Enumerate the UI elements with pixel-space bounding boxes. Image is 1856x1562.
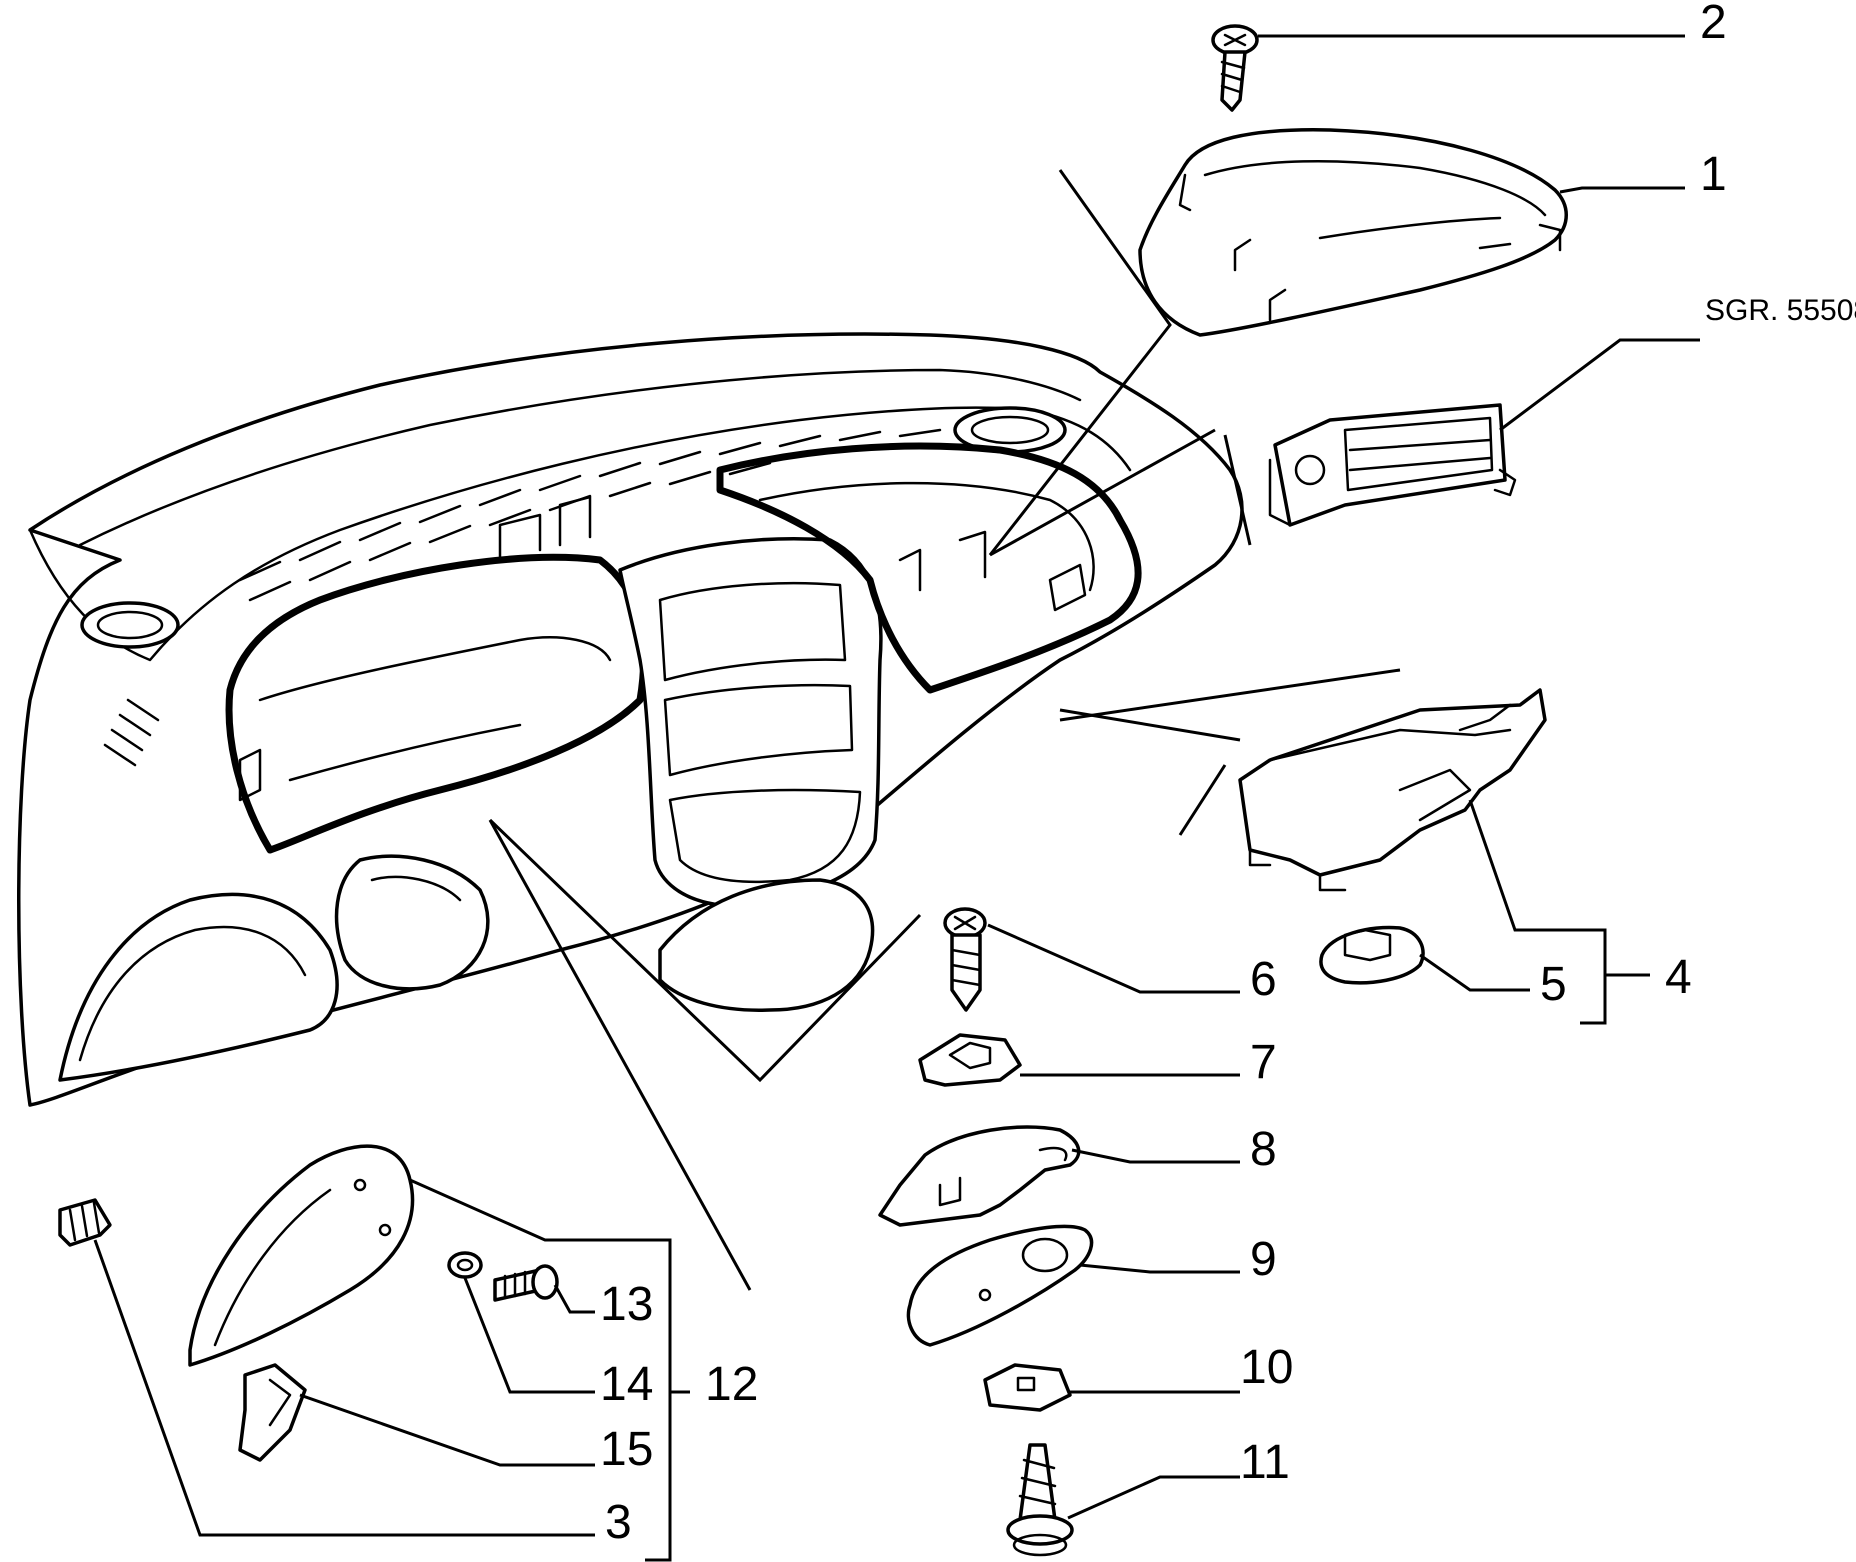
callout-14: 14 [600, 1358, 653, 1411]
dashboard-assembly [17, 332, 1244, 1107]
callout-6: 6 [1250, 953, 1277, 1006]
callout-12: 12 [705, 1358, 758, 1411]
callout-2: 2 [1700, 0, 1727, 49]
part-1-airbag-cover [1138, 128, 1568, 337]
reference-sgr: SGR. 55508 [1705, 294, 1856, 327]
part-10-clip-nut [983, 1363, 1072, 1412]
part-15-bracket [238, 1363, 307, 1462]
callout-11: 11 [1240, 1436, 1290, 1489]
callout-1: 1 [1700, 148, 1727, 201]
part-3-plug [58, 1198, 112, 1247]
left-lower-panel [58, 892, 339, 1082]
side-vent-assembly [1268, 403, 1517, 527]
part-14-washer [447, 1251, 483, 1279]
callout-4: 4 [1665, 951, 1692, 1004]
part-9-cover [906, 1224, 1094, 1347]
callout-5: 5 [1540, 958, 1567, 1011]
part-2-screw [1211, 24, 1259, 112]
callout-10: 10 [1240, 1341, 1293, 1394]
part-13-screw [493, 1264, 559, 1302]
defrost-vent-slots [238, 428, 942, 602]
part-12-knee-bolster [188, 1144, 415, 1367]
part-4-duct-assembly [1238, 688, 1547, 892]
callout-8: 8 [1250, 1123, 1277, 1176]
part-6-screw [943, 907, 987, 1012]
part-11-screw [1006, 1443, 1074, 1557]
part-8-bracket-cover [878, 1125, 1081, 1227]
callout-9: 9 [1250, 1233, 1277, 1286]
callout-7: 7 [1250, 1036, 1277, 1089]
instrument-cluster-opening [225, 553, 648, 854]
callout-labels: 2 1 SGR. 55508 4 5 6 7 8 9 10 11 12 13 1… [600, 0, 1856, 1549]
glovebox-opening [716, 442, 1142, 694]
leader-lines [93, 34, 1700, 1562]
part-7-speed-nut [918, 1033, 1022, 1087]
callout-15: 15 [600, 1423, 653, 1476]
left-speaker-grille [80, 601, 180, 649]
callout-3: 3 [605, 1496, 632, 1549]
part-5-clip [1319, 925, 1425, 985]
callout-13: 13 [600, 1278, 653, 1331]
